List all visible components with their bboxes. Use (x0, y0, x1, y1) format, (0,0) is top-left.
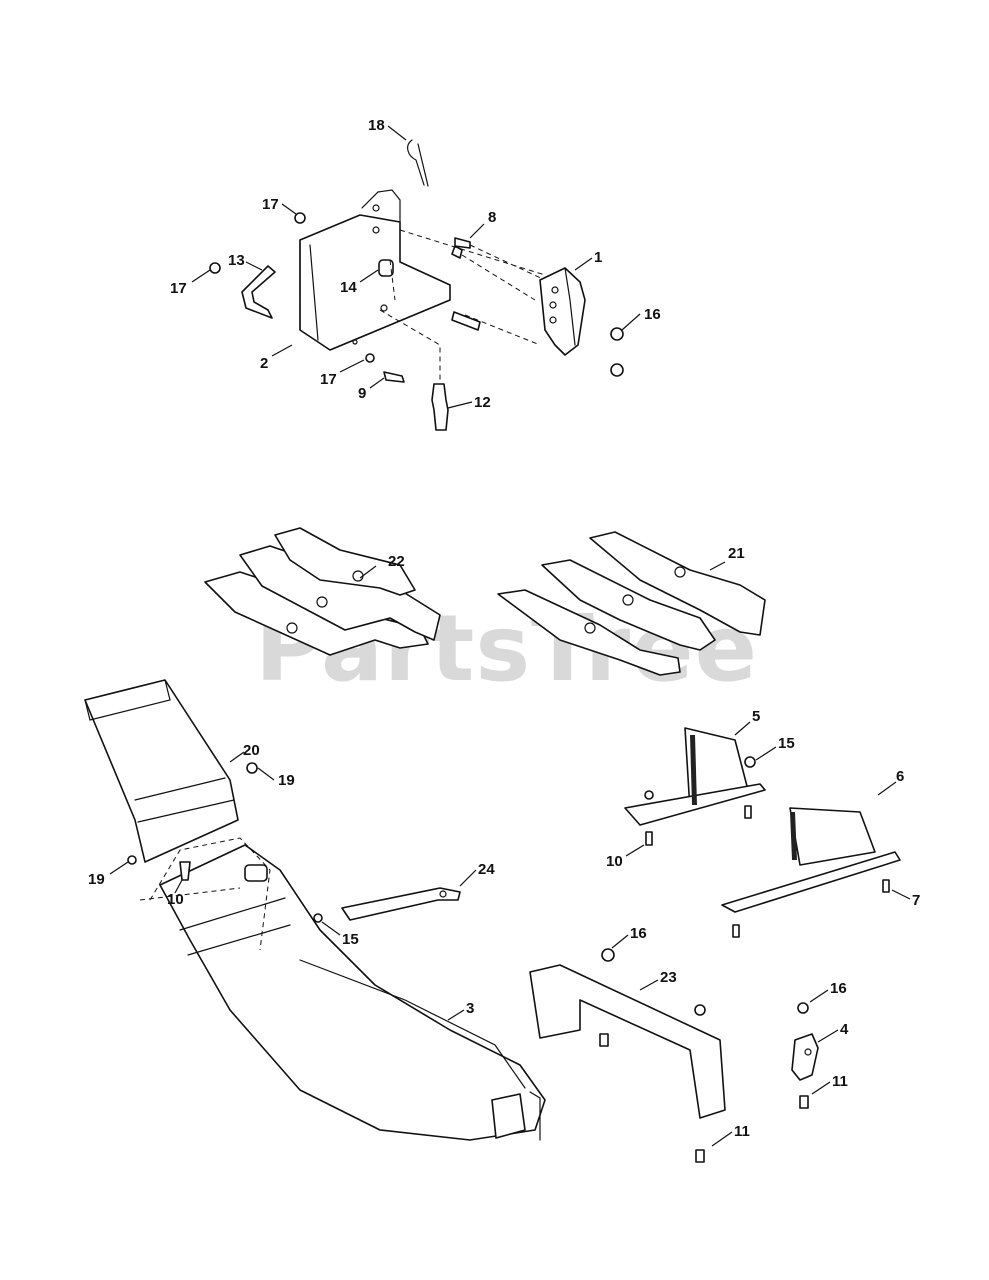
callout-7: 7 (912, 892, 920, 909)
callout-17-upper: 17 (262, 196, 279, 213)
part-2-bracket (299, 189, 451, 351)
part-16-nut-guard-b (694, 1004, 706, 1016)
part-16-nut-b (610, 363, 624, 377)
part-12-pin (431, 383, 449, 431)
leader-lines (109, 125, 911, 1147)
part-9-bolt (383, 371, 405, 383)
callout-18: 18 (368, 117, 385, 134)
part-21-blades (497, 531, 766, 676)
part-8-bolt-upper (454, 237, 471, 249)
part-7-bolt (882, 879, 890, 893)
callout-11-guard: 11 (734, 1123, 750, 1140)
part-hardware-bolt-guard (599, 1033, 609, 1047)
callout-10-deflector: 10 (606, 853, 623, 870)
callouts: 18 17 8 1 13 17 14 16 2 17 9 12 21 22 5 … (88, 117, 920, 1140)
callout-23: 23 (660, 969, 677, 986)
part-13-handle-rod (241, 265, 276, 319)
callout-1: 1 (594, 249, 602, 266)
part-15-nut-chute (313, 913, 323, 923)
part-14-bushing (378, 259, 394, 277)
part-16-nut-a (610, 327, 624, 341)
part-16-nut-guard-a (601, 948, 615, 962)
callout-22: 22 (388, 553, 405, 570)
part-6-deflector (721, 807, 901, 913)
part-11-bolt-latch (799, 1095, 809, 1109)
part-4-latch (791, 1033, 819, 1081)
part-3-chute-lower (159, 844, 546, 1141)
callout-19-right: 19 (278, 772, 295, 789)
part-18-cotter-pin (407, 139, 429, 187)
part-hardware-bolt-mid (451, 311, 481, 331)
callout-17-lower: 17 (320, 371, 337, 388)
callout-11-latch: 11 (832, 1073, 848, 1090)
part-hardware-bolt-6 (732, 924, 740, 938)
callout-21: 21 (728, 545, 745, 562)
callout-3: 3 (466, 1000, 474, 1017)
part-17-nut-lower (365, 353, 375, 363)
callout-12: 12 (474, 394, 491, 411)
callout-9: 9 (358, 385, 366, 402)
callout-19-left: 19 (88, 871, 105, 888)
part-15-nut-deflector (744, 756, 756, 768)
callout-15-chute: 15 (342, 931, 359, 948)
callout-5: 5 (752, 708, 760, 725)
part-hardware-bolt-deflector-b (744, 805, 752, 819)
part-11-bolt-guard (695, 1149, 705, 1163)
callout-16-guard: 16 (630, 925, 647, 942)
callout-16-upper: 16 (644, 306, 661, 323)
part-8-bolt-lower (451, 245, 463, 259)
part-16-nut-latch (797, 1002, 809, 1014)
callout-10-chute: 10 (167, 891, 184, 908)
part-19-nut-a (246, 762, 258, 774)
part-1-side-bracket (539, 267, 586, 356)
callout-4: 4 (840, 1021, 849, 1038)
callout-14: 14 (340, 279, 357, 296)
callout-13: 13 (228, 252, 245, 269)
part-17-nut-left (209, 262, 221, 274)
callout-24: 24 (478, 861, 495, 878)
callout-20: 20 (243, 742, 260, 759)
callout-15-deflector: 15 (778, 735, 795, 752)
part-10-bolt-deflector (645, 831, 653, 846)
callout-17-left: 17 (170, 280, 187, 297)
part-hardware-nut-deflector (644, 790, 654, 800)
part-5-deflector (624, 727, 766, 826)
part-23-guard (529, 964, 726, 1119)
part-17-nut-upper (294, 212, 306, 224)
callout-16-latch: 16 (830, 980, 847, 997)
callout-2: 2 (260, 355, 268, 372)
callout-6: 6 (896, 768, 904, 785)
part-10-bolt-chute (179, 861, 191, 881)
part-20-chute-upper (84, 679, 239, 863)
callout-8: 8 (488, 209, 496, 226)
part-19-nut-b (127, 855, 137, 865)
part-22-blades (204, 527, 441, 656)
part-24-rod (341, 887, 461, 921)
hitch-assembly (209, 139, 624, 431)
